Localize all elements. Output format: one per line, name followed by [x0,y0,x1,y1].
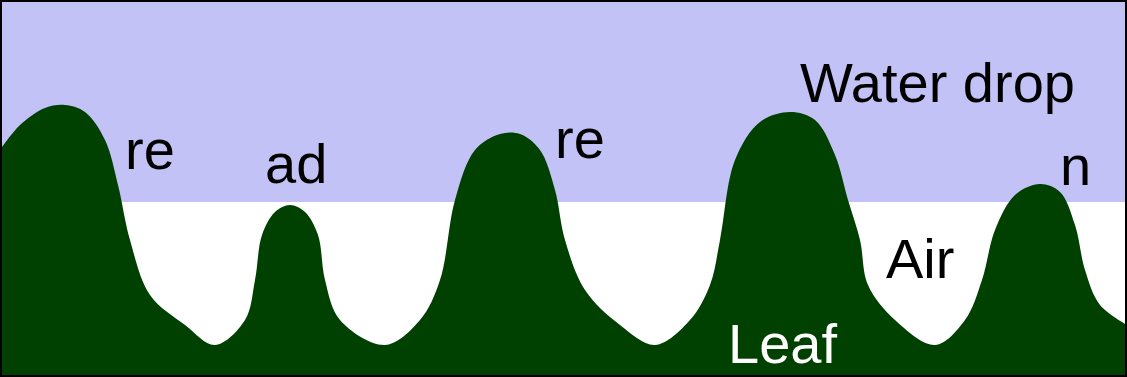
leaf-surface [0,105,1127,377]
part-label: re [125,122,175,178]
region-label: Air [886,231,954,287]
water-drop-region [0,0,1127,202]
region-label: Leaf [728,316,837,372]
region-label: Water drop [800,55,1075,111]
part-label: n [1060,138,1091,194]
part-label: ad [265,136,327,192]
part-label: re [555,111,605,167]
